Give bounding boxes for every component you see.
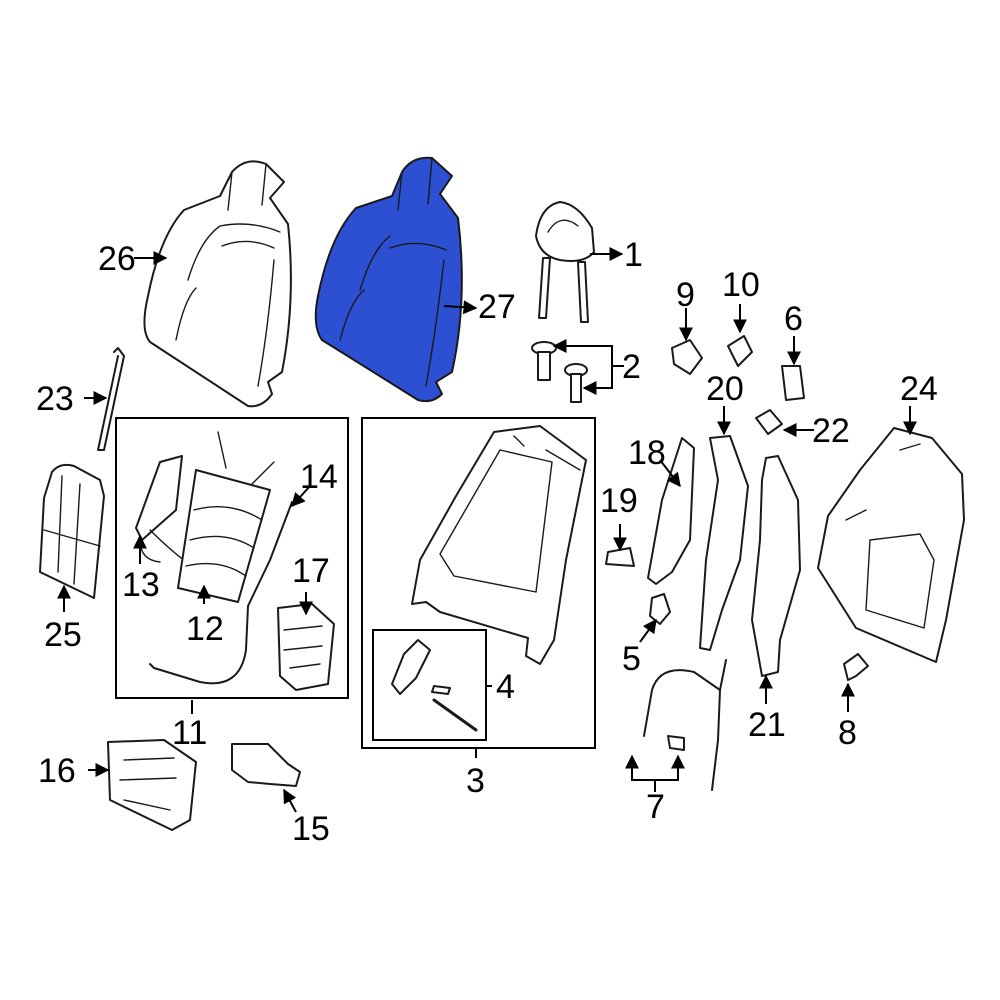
callout-17: 17 [292, 552, 330, 590]
callout-9: 9 [676, 276, 695, 314]
callout-8: 8 [838, 714, 857, 752]
wire-harness-icon [149, 501, 293, 685]
seat-back-pad-icon [314, 156, 463, 403]
callout-5: 5 [622, 640, 641, 678]
group-box-3 [361, 417, 596, 749]
clip-5-icon [649, 593, 671, 625]
retainer-clip-icon [671, 339, 703, 375]
callout-18: 18 [628, 434, 666, 472]
bolt-icon [531, 341, 588, 403]
callout-27: 27 [478, 288, 516, 326]
motor-bracket-icon [107, 739, 197, 831]
side-bolster-left-icon [699, 435, 749, 651]
callout-15: 15 [292, 810, 330, 848]
callout-12: 12 [186, 610, 224, 648]
seat-back-frame-icon [411, 425, 587, 665]
recliner-hinge-icon [391, 639, 478, 732]
rear-panel-icon [817, 427, 965, 663]
callout-24: 24 [900, 370, 938, 408]
wire-strip-icon [97, 347, 125, 451]
control-module-icon [277, 603, 335, 691]
callout-7: 7 [646, 788, 665, 826]
connector-icon [843, 653, 869, 681]
callout-23: 23 [36, 380, 74, 418]
callout-22: 22 [812, 412, 850, 450]
callout-25: 25 [44, 616, 82, 654]
leader-lines [57, 247, 917, 813]
callout-6: 6 [784, 300, 803, 338]
lumbar-support-icon [177, 431, 275, 603]
callout-26: 26 [98, 240, 136, 278]
headrest-icon [535, 201, 595, 323]
seat-back-cover-icon [143, 160, 292, 408]
clip-icon [605, 547, 635, 567]
callout-21: 21 [748, 706, 786, 744]
callout-11: 11 [172, 714, 207, 752]
callout-13: 13 [122, 566, 160, 604]
seat-motor-icon [231, 743, 301, 787]
callout-19: 19 [600, 482, 638, 520]
side-panel-icon [39, 463, 105, 599]
side-trim-icon [647, 437, 695, 585]
callout-2: 2 [622, 348, 641, 386]
trim-clip-icon [727, 335, 753, 367]
callout-labels: 1 2 3 4 5 6 7 8 9 10 11 12 13 14 15 16 1… [36, 236, 938, 848]
callout-16: 16 [38, 752, 76, 790]
callout-14: 14 [300, 458, 338, 496]
callout-3: 3 [466, 762, 485, 800]
callout-10: 10 [722, 266, 760, 304]
small-bracket-icon [755, 409, 783, 435]
callout-1: 1 [624, 236, 643, 274]
callout-20: 20 [706, 370, 744, 408]
side-bolster-right-icon [751, 455, 801, 677]
group-box-11 [115, 417, 349, 699]
button-cap-icon [781, 365, 805, 401]
callout-4: 4 [496, 668, 515, 706]
release-cable-icon [643, 659, 727, 791]
